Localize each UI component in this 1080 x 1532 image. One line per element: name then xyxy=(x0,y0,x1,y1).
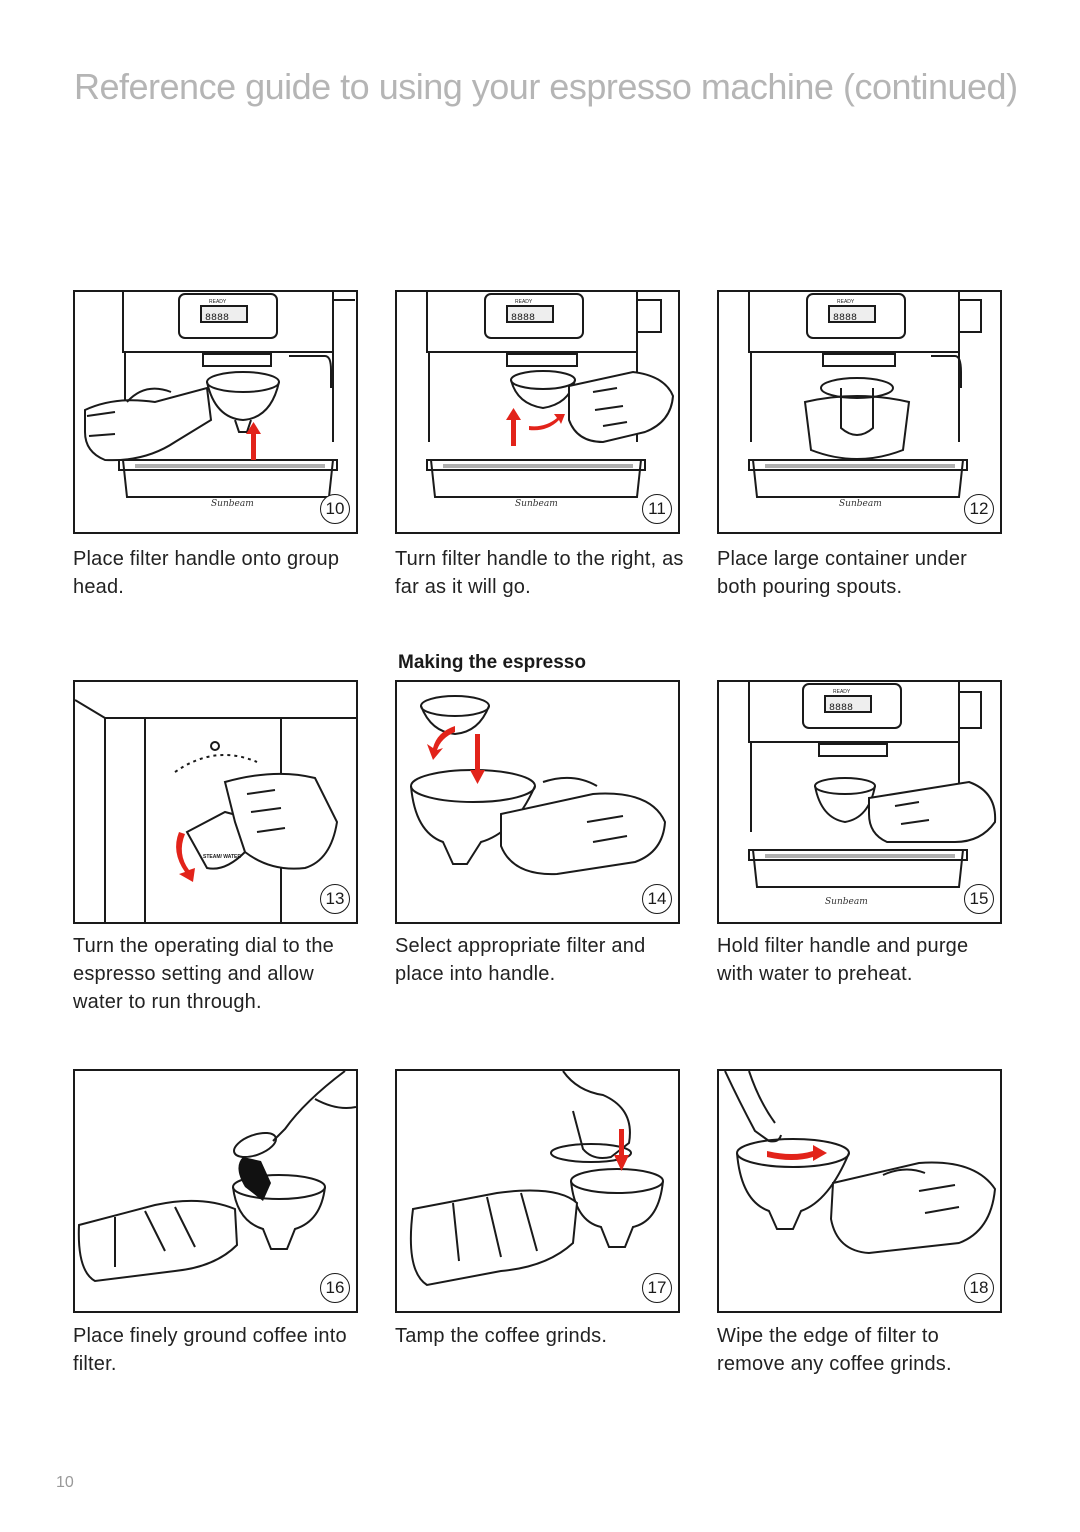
step-caption: Select appropriate filter and place into… xyxy=(395,935,646,985)
step-15-illustration: Sunbeam READY 8888 15 xyxy=(717,680,1002,924)
step-10-illustration: Sunbeam READY 8888 10 xyxy=(73,290,358,534)
step-18-illustration: 18 xyxy=(717,1069,1002,1313)
step-caption: Turn filter handle to the right, as far … xyxy=(395,548,684,598)
step-caption: Place filter handle onto group head. xyxy=(73,548,340,598)
step-number: 15 xyxy=(964,884,994,914)
step-caption: Hold filter handle and purge with water … xyxy=(717,935,969,985)
step-number: 18 xyxy=(964,1273,994,1303)
step-number: 14 xyxy=(642,884,672,914)
step-caption: Place large container under both pouring… xyxy=(717,548,967,598)
svg-text:8888: 8888 xyxy=(511,313,535,324)
step-13-illustration: STEAM/ WATER 13 xyxy=(73,680,358,924)
step-number: 12 xyxy=(964,494,994,524)
step-caption: Place finely ground coffee into filter. xyxy=(73,1325,347,1375)
step-12-illustration: Sunbeam READY 8888 12 xyxy=(717,290,1002,534)
svg-text:READY: READY xyxy=(515,299,533,305)
step-caption: Wipe the edge of filter to remove any co… xyxy=(717,1325,952,1375)
svg-text:READY: READY xyxy=(209,299,227,305)
svg-text:Sunbeam: Sunbeam xyxy=(825,897,868,907)
svg-text:READY: READY xyxy=(837,299,855,305)
svg-text:8888: 8888 xyxy=(829,703,853,714)
section-heading: Making the espresso xyxy=(398,652,586,673)
step-number: 16 xyxy=(320,1273,350,1303)
page-number: 10 xyxy=(56,1474,74,1491)
page-title: Reference guide to using your espresso m… xyxy=(74,66,1018,107)
svg-text:STEAM/ WATER: STEAM/ WATER xyxy=(203,854,241,860)
step-14-illustration: 14 xyxy=(395,680,680,924)
step-16-illustration: 16 xyxy=(73,1069,358,1313)
svg-text:READY: READY xyxy=(833,689,851,695)
svg-text:8888: 8888 xyxy=(205,313,229,324)
step-11-illustration: Sunbeam READY 8888 11 xyxy=(395,290,680,534)
svg-text:Sunbeam: Sunbeam xyxy=(515,499,558,509)
svg-text:Sunbeam: Sunbeam xyxy=(839,499,882,509)
step-caption: Turn the operating dial to the espresso … xyxy=(73,935,334,1013)
step-17-illustration: 17 xyxy=(395,1069,680,1313)
svg-text:8888: 8888 xyxy=(833,313,857,324)
step-number: 17 xyxy=(642,1273,672,1303)
step-number: 11 xyxy=(642,494,672,524)
step-number: 10 xyxy=(320,494,350,524)
step-number: 13 xyxy=(320,884,350,914)
brand-logo: Sunbeam xyxy=(211,499,254,509)
step-caption: Tamp the coffee grinds. xyxy=(395,1325,608,1347)
